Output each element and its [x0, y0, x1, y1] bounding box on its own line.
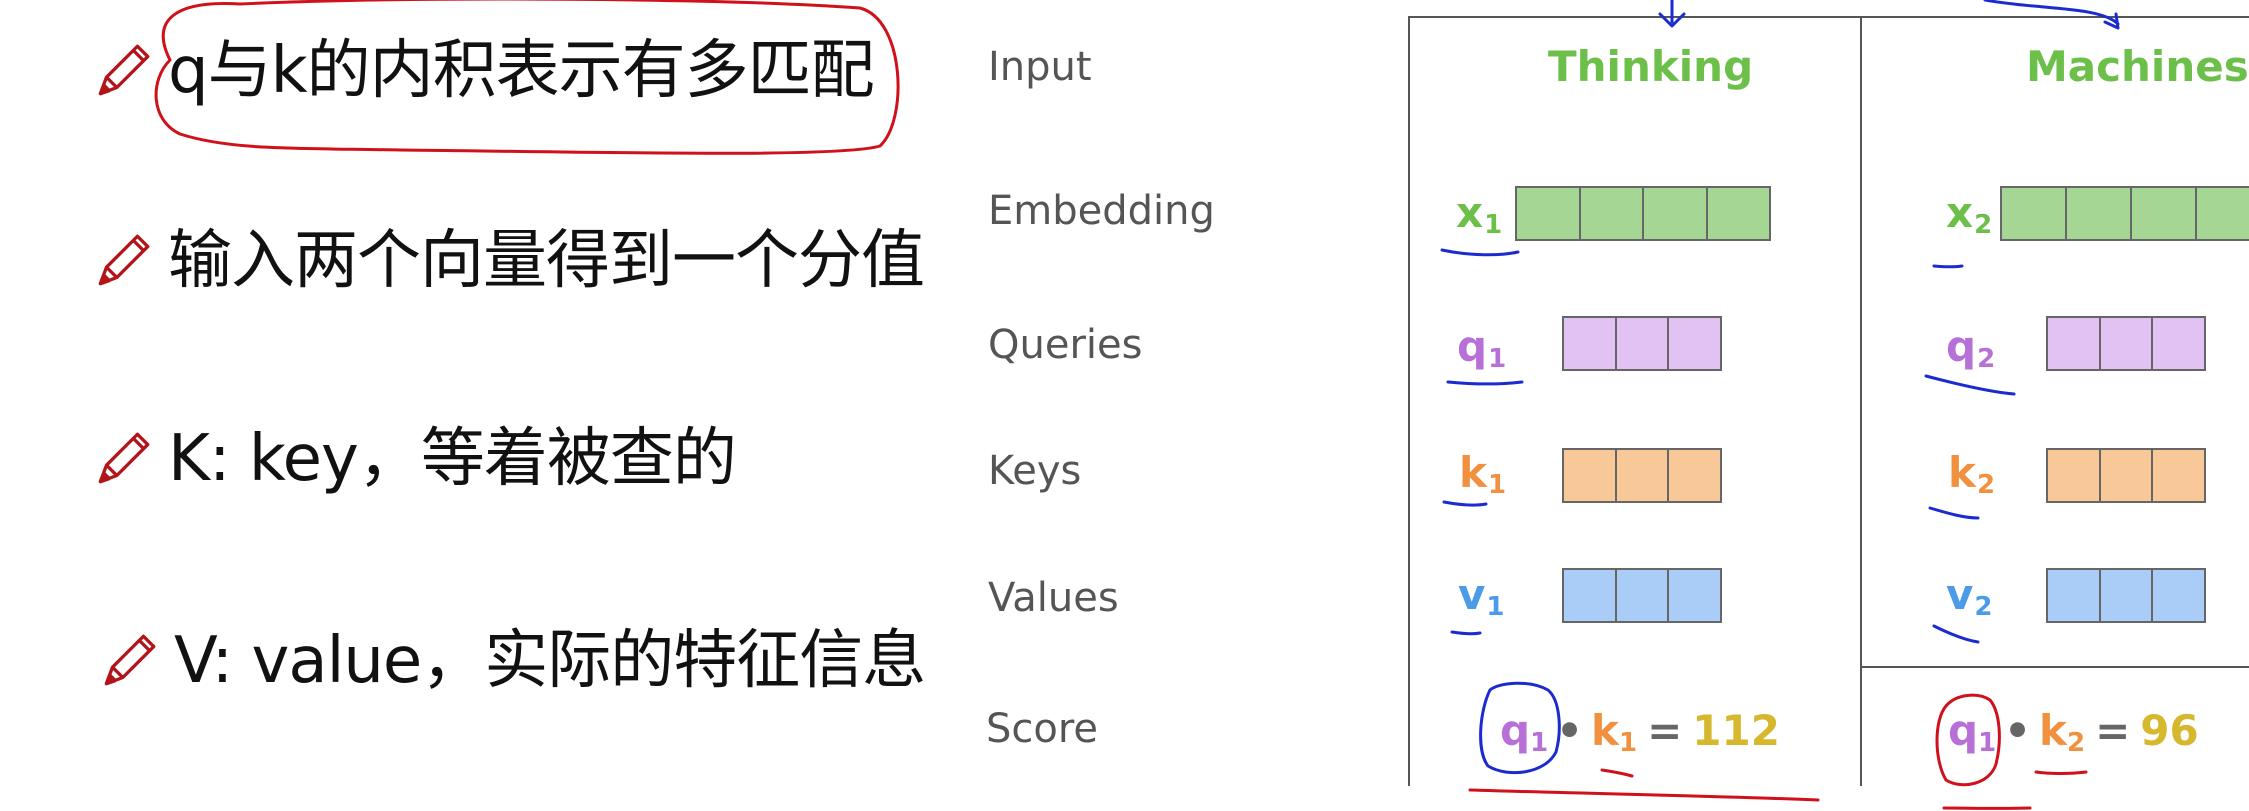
- pencil-icon: [104, 634, 156, 686]
- bullet-text: 输入两个向量得到一个分值: [168, 224, 925, 298]
- score-value: 112: [1692, 706, 1780, 755]
- input-word: Machines: [2026, 42, 2249, 91]
- embedding-vector: [2000, 186, 2249, 241]
- bullet-text: K: key，等着被查的: [168, 422, 737, 496]
- bullet-item: V: value，实际的特征信息: [96, 624, 926, 698]
- row-label-embedding: Embedding: [988, 188, 1215, 234]
- key-vector: [1562, 448, 1722, 503]
- value-vector: [2046, 568, 2206, 623]
- row-label-keys: Keys: [988, 448, 1082, 494]
- query-symbol: q2: [1946, 322, 1996, 374]
- key-vector: [2046, 448, 2206, 503]
- embedding-vector: [1515, 186, 1771, 241]
- key-symbol: k2: [1948, 448, 1996, 500]
- query-vector: [2046, 316, 2206, 371]
- score-key: k2: [2039, 706, 2086, 758]
- row-label-input: Input: [988, 44, 1092, 90]
- key-symbol: k1: [1459, 448, 1507, 500]
- embedding-symbol: x2: [1946, 188, 1993, 240]
- row-label-queries: Queries: [988, 322, 1143, 368]
- value-symbol: v1: [1458, 570, 1505, 622]
- equals-sign: =: [1647, 706, 1683, 755]
- value-vector: [1562, 568, 1722, 623]
- bullet-item: 输入两个向量得到一个分值: [90, 224, 925, 298]
- bullet-item: K: key，等着被查的: [90, 422, 737, 496]
- query-symbol: q1: [1457, 322, 1507, 374]
- embedding-symbol: x1: [1456, 188, 1503, 240]
- red-underline-annotation: [1468, 788, 1820, 802]
- score-expression: q1•k1=112: [1500, 706, 1780, 758]
- score-value: 96: [2140, 706, 2199, 755]
- query-vector: [1562, 316, 1722, 371]
- score-key: k1: [1591, 706, 1638, 758]
- red-underline-annotation: [2034, 770, 2088, 775]
- pencil-icon: [98, 432, 150, 484]
- score-expression: q1•k2=96: [1948, 706, 2199, 758]
- word-column-box: [1408, 16, 1862, 786]
- pencil-icon: [98, 44, 150, 96]
- value-symbol: v2: [1946, 570, 1993, 622]
- row-label-values: Values: [988, 575, 1119, 621]
- score-query: q1: [1500, 706, 1549, 758]
- bullet-item: q与k的内积表示有多匹配: [90, 34, 875, 108]
- score-query: q1: [1948, 706, 1997, 758]
- input-word: Thinking: [1548, 42, 1754, 91]
- bullet-text: q与k的内积表示有多匹配: [168, 34, 875, 108]
- dot-operator: •: [1556, 706, 1584, 755]
- pencil-icon: [98, 234, 150, 286]
- dot-operator: •: [2004, 706, 2032, 755]
- row-label-score: Score: [986, 706, 1099, 752]
- equals-sign: =: [2095, 706, 2131, 755]
- bullet-text: V: value，实际的特征信息: [174, 624, 926, 698]
